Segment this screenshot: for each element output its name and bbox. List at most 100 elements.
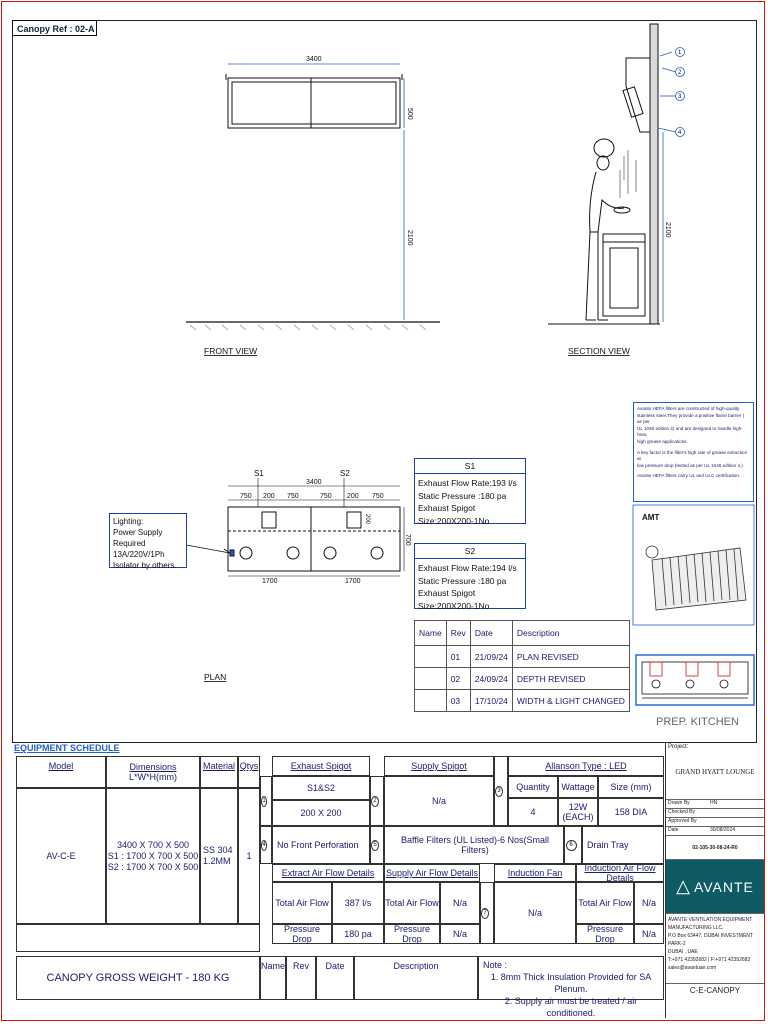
section-dimension [657, 51, 677, 322]
supply-spigot-header: Supply Spigot [384, 756, 494, 776]
bottom-col-date: Date [316, 956, 354, 1000]
plan-label: PLAN [204, 672, 226, 682]
filter-note-line: A key factor is the filter's high rate o… [637, 449, 748, 462]
wattage-line: (EACH) [562, 812, 594, 822]
address-line: P.O Box 63447, DUBAI INVESTMENT PARK-2 [668, 933, 753, 947]
bottom-col-rev: Rev [286, 956, 316, 1000]
lighting-note: Lighting: Power Supply Required 13A/220V… [109, 513, 187, 570]
callout-3: 3 [678, 94, 682, 100]
rev-col-rev: Rev [445, 620, 471, 646]
size-header: Size (mm) [598, 776, 664, 798]
address-line: sales@avantuae.com [668, 965, 717, 971]
s1-spec-line: Exhaust Spigot Size:200X200-1No [418, 503, 490, 526]
callout-2: 2 [678, 70, 682, 76]
rev-cell [414, 667, 447, 690]
filter-brand: AMT [642, 513, 659, 522]
drawn-by-row: Drawn By HN [666, 800, 764, 809]
circle-3-cell: 3 [494, 756, 508, 826]
checked-by-row: Checked By [666, 809, 764, 818]
allanson-header: Allanson Type : LED [508, 756, 664, 776]
material-header: Material [200, 756, 238, 788]
circle-6-cell: 6 [564, 826, 582, 864]
dimensions-line: 3400 X 700 X 500 [116, 839, 190, 850]
bottom-col-description: Description [354, 956, 478, 1000]
plan-total-dim: 3400 [306, 479, 322, 486]
supply-flow-value: N/a [440, 882, 480, 924]
callout-2-icon: 2 [371, 795, 379, 807]
s1-spec-box: S1 Exhaust Flow Rate:193 l/s Static Pres… [414, 458, 526, 526]
induction-flow-value: N/a [634, 882, 664, 924]
plan-dim-top-3: 750 [287, 493, 299, 500]
canopy-ref-label: Canopy Ref : 02-A [12, 20, 97, 36]
address-line: T:+971 42392682 | F:+971 42392683 [668, 957, 751, 963]
extract-flow-label: Total Air Flow [272, 882, 332, 924]
qty-cell: 1 [238, 788, 260, 924]
logo-mark-icon: △ [676, 876, 691, 896]
bottom-col-name: Name [260, 956, 286, 1000]
table-row: 03 17/10/24 WIDTH & LIGHT CHANGED [414, 689, 631, 712]
gross-weight: CANOPY GROSS WEIGHT - 180 KG [16, 956, 260, 1000]
exhaust-spigot-sub: S1&S2 [272, 776, 370, 800]
wattage-line: 12W [568, 802, 588, 812]
callout-3-icon: 3 [495, 785, 503, 797]
project-name: GRAND HYATT LOUNGE [675, 768, 755, 776]
exhaust-spigot-value: 200 X 200 [272, 800, 370, 826]
s2-spec-title: S2 [415, 544, 525, 559]
supply-spigot-value: N/a [384, 776, 494, 826]
rev-cell: 01 [445, 645, 471, 668]
front-mount-dim: 2100 [406, 230, 413, 246]
drawn-by-value: HN [710, 800, 718, 806]
s2-spec-box: S2 Exhaust Flow Rate:194 l/s Static Pres… [414, 543, 526, 611]
note-line: 1. 8mm Thick Insulation Provided for SA … [490, 972, 652, 994]
section-view-label: SECTION VIEW [568, 346, 630, 356]
plan-dim-bottom-2: 1700 [345, 578, 361, 585]
material-cell: SS 304 1.2MM [200, 788, 238, 924]
note-line: 2. Supply air must be treated / air cond… [504, 996, 638, 1018]
circle-7-cell: 7 [480, 882, 494, 944]
filter-note-line: Avante HEFA filters are constructed of h… [637, 406, 740, 411]
table-row: 01 21/09/24 PLAN REVISED [414, 645, 631, 668]
s1-spec-title: S1 [415, 459, 525, 474]
lighting-note-line-1: Lighting: [113, 517, 144, 526]
induction-air-header: Induction Air Flow Details [576, 863, 664, 883]
wattage-header: Wattage [558, 776, 598, 798]
table-row: 02 24/09/24 DEPTH REVISED [414, 667, 631, 690]
extract-pd-value: 180 pa [332, 924, 384, 944]
drain-cell: Drain Tray [582, 826, 664, 864]
filter-note-line: stainless steel.They provide a positive … [637, 412, 745, 425]
filter-note-line: high grease applications. [637, 438, 688, 444]
chef-figure [585, 138, 631, 321]
project-cell: Project: GRAND HYATT LOUNGE [666, 742, 764, 800]
qty-header: Qtys [238, 756, 260, 788]
rev-col-description: Description [511, 620, 631, 646]
drawing-frame [12, 20, 757, 743]
callout-5-icon: 5 [371, 839, 379, 851]
s1-spec-line: Exhaust Flow Rate:193 l/s [418, 478, 517, 488]
dimensions-line: S2 : 1700 X 700 X 500 [107, 861, 199, 872]
lighting-note-line-3: 13A/220V/1Ph [113, 550, 165, 559]
front-view-elevation [186, 74, 440, 323]
supply-pd-label: Pressure Drop [384, 924, 440, 944]
supply-pd-value: N/a [440, 924, 480, 944]
vapour-arrows [619, 150, 637, 198]
plan-view [227, 506, 401, 572]
model-cell: AV-C-E [16, 788, 106, 924]
extract-pd-label: Pressure Drop [272, 924, 332, 944]
logo-text: AVANTE [693, 878, 754, 895]
front-view-dimensions [228, 63, 405, 320]
company-logo: △ AVANTE [666, 860, 764, 914]
quantity-value: 4 [508, 798, 558, 826]
rev-cell: PLAN REVISED [511, 645, 631, 668]
filter-note-line: Avante HEFA filters carry UL and ULC cer… [637, 473, 741, 479]
s2-spec-line: Exhaust Flow Rate:194 l/s [418, 563, 517, 573]
plan-dim-bottom-1: 1700 [262, 578, 278, 585]
material-line: 1.2MM [203, 856, 231, 866]
address-line: AVANTE VENTILATION EQUIPMENT [668, 917, 753, 923]
revision-table: Name Rev Date Description 01 21/09/24 PL… [414, 620, 631, 712]
size-value: 158 DIA [598, 798, 664, 826]
dimensions-line: S1 : 1700 X 700 X 500 [107, 850, 199, 861]
lighting-leader [185, 544, 231, 554]
induction-fan-header: Induction Fan [494, 864, 576, 882]
rev-cell [414, 689, 447, 712]
